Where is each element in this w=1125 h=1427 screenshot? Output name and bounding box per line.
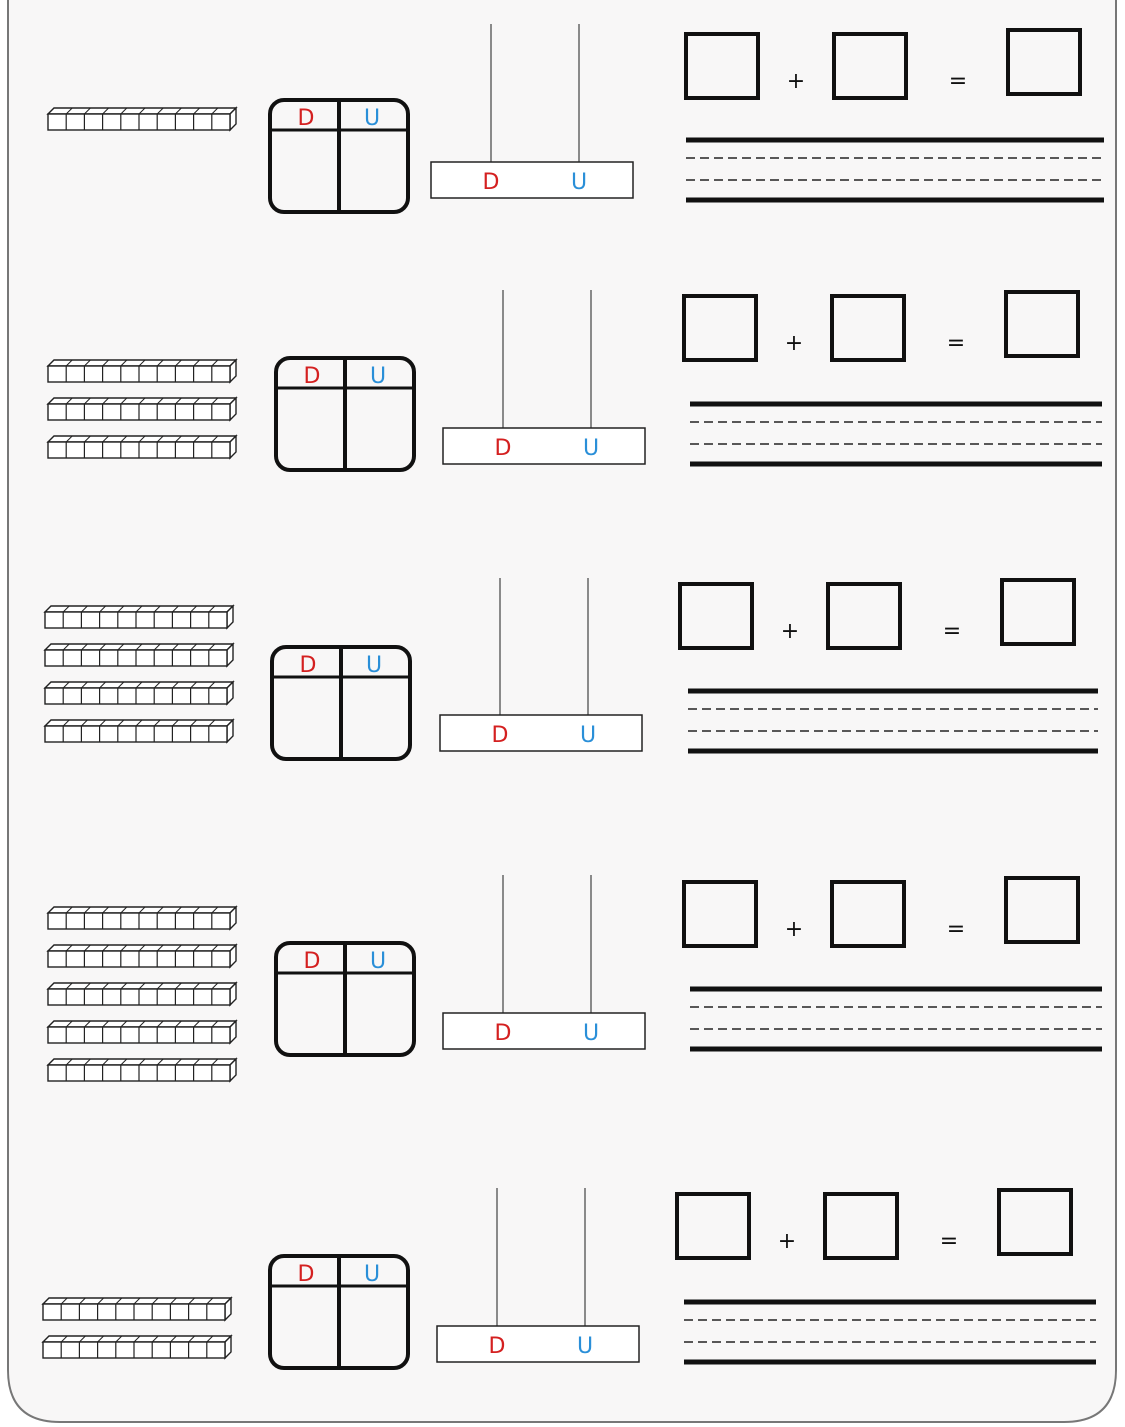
units-label: U [583,1021,599,1046]
units-label: U [571,170,587,195]
equals-sign: = [947,331,965,356]
tens-label: D [495,436,512,461]
units-label: U [370,949,386,974]
abacus-base [431,162,633,198]
page-border [8,0,1116,1422]
ten-rod [48,945,236,967]
equals-sign: = [943,619,961,644]
abacus-base [443,428,645,464]
tens-label: D [483,170,500,195]
ten-rod [48,1021,236,1043]
units-label: U [370,364,386,389]
units-label: U [364,106,380,131]
equals-sign: = [947,917,965,942]
ten-rod [43,1298,231,1320]
tens-label: D [300,653,317,678]
abacus-base [437,1326,639,1362]
plus-sign: + [787,69,805,94]
tens-label: D [304,364,321,389]
equals-sign: = [940,1229,958,1254]
units-label: U [364,1262,380,1287]
tens-label: D [489,1334,506,1359]
units-label: U [580,723,596,748]
ten-rod [48,436,236,458]
ten-rod [48,398,236,420]
tens-label: D [298,1262,315,1287]
plus-sign: + [778,1229,796,1254]
units-label: U [583,436,599,461]
ten-rod [45,682,233,704]
plus-sign: + [781,619,799,644]
equals-sign: = [949,69,967,94]
ten-rod [48,1059,236,1081]
tens-label: D [492,723,509,748]
ten-rod [48,907,236,929]
tens-label: D [304,949,321,974]
units-label: U [577,1334,593,1359]
ten-rod [45,720,233,742]
plus-sign: + [785,917,803,942]
ten-rod [45,644,233,666]
ten-rod [48,108,236,130]
abacus-base [443,1013,645,1049]
abacus-base [440,715,642,751]
plus-sign: + [785,331,803,356]
ten-rod [45,606,233,628]
units-label: U [366,653,382,678]
ten-rod [43,1336,231,1358]
ten-rod [48,360,236,382]
ten-rod [48,983,236,1005]
tens-label: D [495,1021,512,1046]
tens-label: D [298,106,315,131]
